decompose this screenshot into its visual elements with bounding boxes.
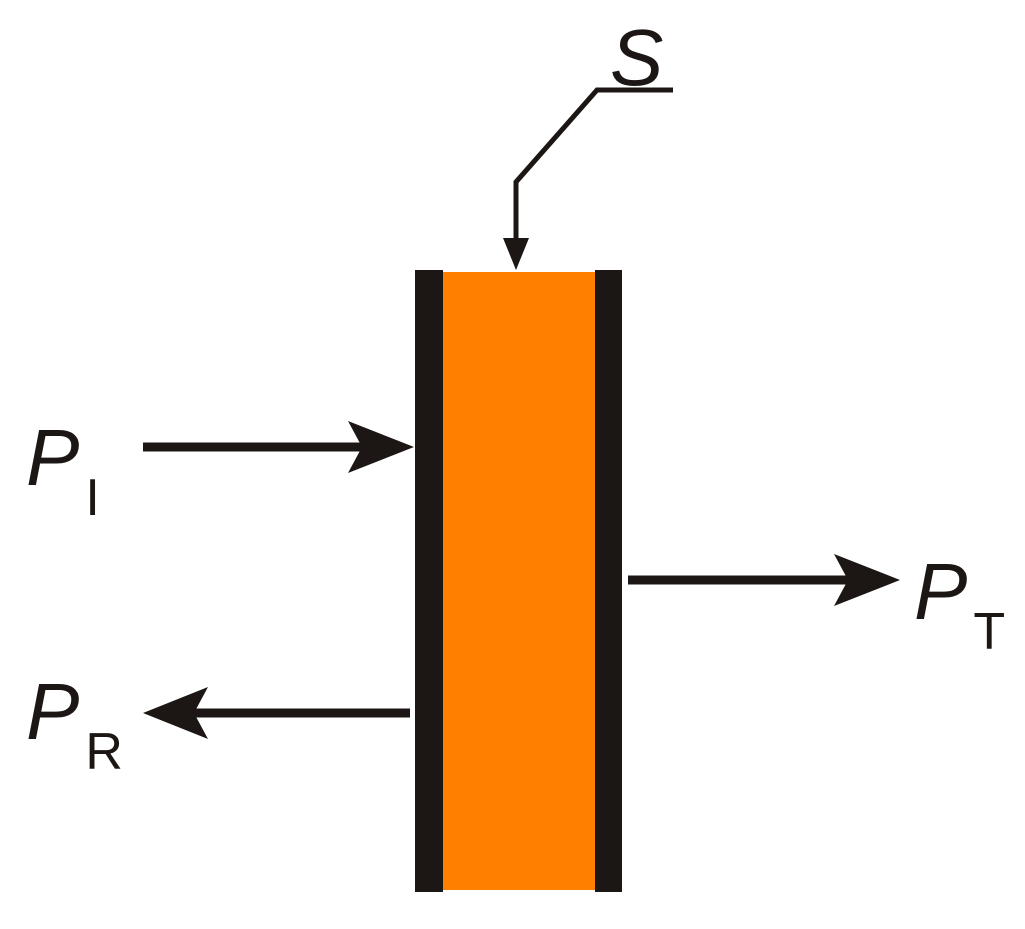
incident-arrow xyxy=(143,421,414,473)
reflected-power-symbol: P xyxy=(26,667,80,756)
slab xyxy=(415,270,622,892)
transmitted-power-subscript: T xyxy=(973,603,1006,661)
reflected-arrowhead xyxy=(143,687,208,739)
reflected-arrow xyxy=(143,687,410,739)
reflected-power-subscript: R xyxy=(85,723,123,781)
slab-right-face xyxy=(595,270,622,892)
surface-leader-line xyxy=(513,87,673,250)
incident-arrowhead xyxy=(348,421,414,473)
slab-left-face xyxy=(415,270,443,892)
surface-label: S xyxy=(610,18,663,98)
slab-core xyxy=(443,272,595,890)
surface-leader-arrowhead xyxy=(503,238,529,270)
surface-label-text: S xyxy=(610,13,664,102)
transmitted-arrowhead xyxy=(834,554,900,606)
transmitted-arrow xyxy=(628,554,900,606)
incident-power-subscript: I xyxy=(85,469,100,527)
incident-power-symbol: P xyxy=(26,413,80,502)
surface-leader xyxy=(503,87,673,270)
transmitted-power-symbol: P xyxy=(914,547,968,636)
